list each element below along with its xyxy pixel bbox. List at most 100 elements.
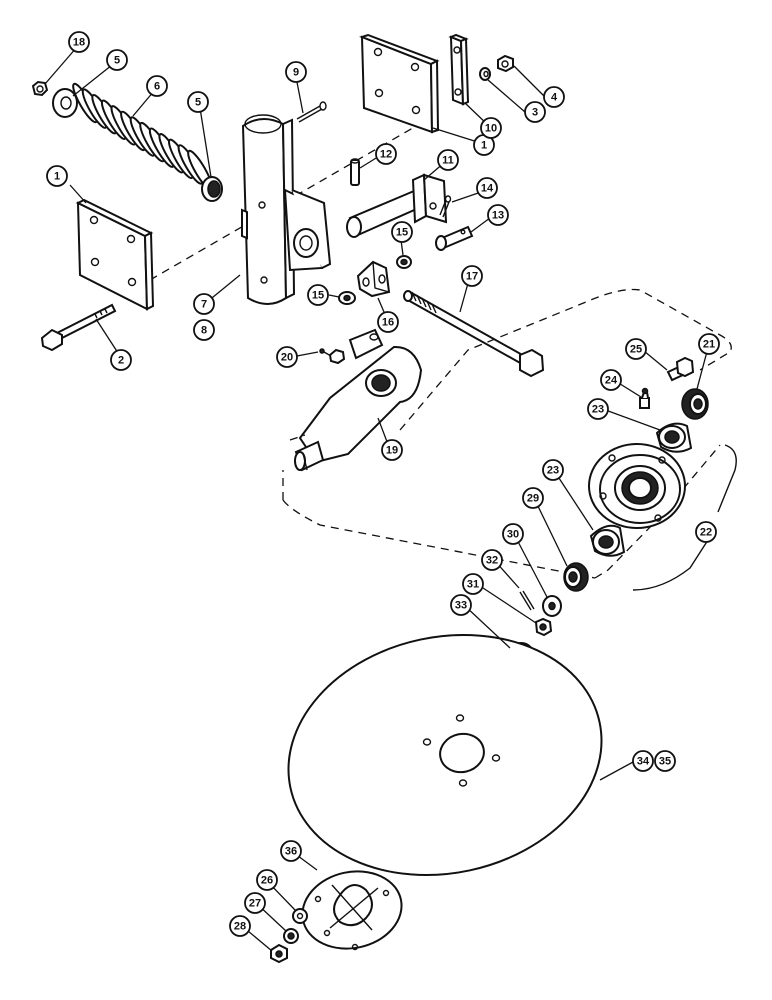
callout-circle xyxy=(480,117,502,139)
callout-number: 19 xyxy=(386,445,398,457)
callout-number: 25 xyxy=(630,344,642,356)
long-bolt-part xyxy=(403,290,545,378)
callout-12: 12 xyxy=(375,143,397,165)
callout-number: 28 xyxy=(234,921,246,933)
callout-number: 26 xyxy=(261,875,273,887)
grease-fitting-part xyxy=(319,348,346,365)
mounting-plate-part xyxy=(75,198,155,311)
callout-circle xyxy=(698,333,720,355)
callout-circle xyxy=(654,750,676,772)
callout-22: 22 xyxy=(695,521,717,543)
callout-number: 22 xyxy=(700,527,712,539)
callout-13: 13 xyxy=(487,204,509,226)
washer-part xyxy=(338,291,356,305)
lock-washer-part xyxy=(283,928,299,944)
callout-1: 1 xyxy=(473,134,495,156)
callout-number: 36 xyxy=(285,846,297,858)
callout-circle xyxy=(46,165,68,187)
callout-circle xyxy=(106,49,128,71)
hub-part xyxy=(588,443,686,529)
callout-8: 8 xyxy=(193,319,215,341)
callout-20: 20 xyxy=(276,346,298,368)
callout-circle xyxy=(522,487,544,509)
bearing-cone-part xyxy=(681,388,709,420)
callout-36: 36 xyxy=(280,840,302,862)
hub-group-bracket xyxy=(632,444,737,591)
callout-circle xyxy=(381,439,403,461)
callout-circle xyxy=(193,293,215,315)
callout-number: 23 xyxy=(547,465,559,477)
callout-26: 26 xyxy=(256,869,278,891)
clevis-pin-part xyxy=(435,225,474,251)
callout-18: 18 xyxy=(68,31,90,53)
callout-number: 9 xyxy=(293,67,299,79)
callout-number: 20 xyxy=(281,352,293,364)
spindle-shaft-part xyxy=(346,173,448,238)
washer-part xyxy=(396,255,412,269)
callout-number: 12 xyxy=(380,149,392,161)
callout-number: 30 xyxy=(507,529,519,541)
callout-number: 1 xyxy=(54,171,60,183)
callout-23: 23 xyxy=(542,459,564,481)
callout-23: 23 xyxy=(587,398,609,420)
callout-circle xyxy=(244,892,266,914)
callout-number: 10 xyxy=(485,123,497,135)
callout-4: 4 xyxy=(543,86,565,108)
callout-circle xyxy=(542,459,564,481)
callout-circle xyxy=(229,915,251,937)
callout-32: 32 xyxy=(481,549,503,571)
callout-number: 27 xyxy=(249,898,261,910)
callout-number: 33 xyxy=(455,600,467,612)
callout-21: 21 xyxy=(698,333,720,355)
callout-33: 33 xyxy=(450,594,472,616)
bolt-part xyxy=(666,356,695,382)
clevis-bracket-part xyxy=(356,260,391,298)
callout-number: 4 xyxy=(551,92,558,104)
callout-15: 15 xyxy=(391,221,413,243)
callout-29: 29 xyxy=(522,487,544,509)
callout-number: 15 xyxy=(396,227,408,239)
callout-number: 18 xyxy=(73,37,85,49)
flange-plate-part xyxy=(301,870,403,951)
callout-circle xyxy=(256,869,278,891)
callout-number: 1 xyxy=(481,140,487,152)
subassembly-boundary xyxy=(282,288,732,579)
castle-nut-part xyxy=(534,617,553,637)
callout-34: 34 xyxy=(632,750,654,772)
callout-number: 24 xyxy=(605,375,618,387)
callout-circle xyxy=(625,338,647,360)
callout-number: 21 xyxy=(703,339,715,351)
callout-27: 27 xyxy=(244,892,266,914)
callout-circle xyxy=(462,573,484,595)
callout-circle xyxy=(146,75,168,97)
grease-fitting-part xyxy=(639,387,650,409)
callout-7: 7 xyxy=(193,293,215,315)
washer-part xyxy=(292,908,308,924)
callout-19: 19 xyxy=(381,439,403,461)
callout-circle xyxy=(450,594,472,616)
callout-3: 3 xyxy=(524,101,546,123)
callout-number: 2 xyxy=(118,355,124,367)
callout-number: 11 xyxy=(442,155,454,167)
callout-number: 17 xyxy=(466,271,478,283)
callout-6: 6 xyxy=(146,75,168,97)
callout-1: 1 xyxy=(46,165,68,187)
callout-circle xyxy=(476,177,498,199)
callout-circle xyxy=(375,143,397,165)
callout-5: 5 xyxy=(106,49,128,71)
bearing-cup-part xyxy=(589,524,626,557)
callout-circle xyxy=(391,221,413,243)
callout-circle xyxy=(193,319,215,341)
lock-washer-part xyxy=(479,67,491,81)
callout-number: 3 xyxy=(532,107,538,119)
coil-spring-part xyxy=(72,82,213,191)
disc-blade-part xyxy=(287,633,603,877)
callout-number: 32 xyxy=(486,555,498,567)
callout-circle xyxy=(437,149,459,171)
callout-30: 30 xyxy=(502,523,524,545)
callout-number: 16 xyxy=(382,317,394,329)
washer-part xyxy=(542,595,562,617)
callout-number: 5 xyxy=(195,97,201,109)
callout-number: 15 xyxy=(312,290,324,302)
